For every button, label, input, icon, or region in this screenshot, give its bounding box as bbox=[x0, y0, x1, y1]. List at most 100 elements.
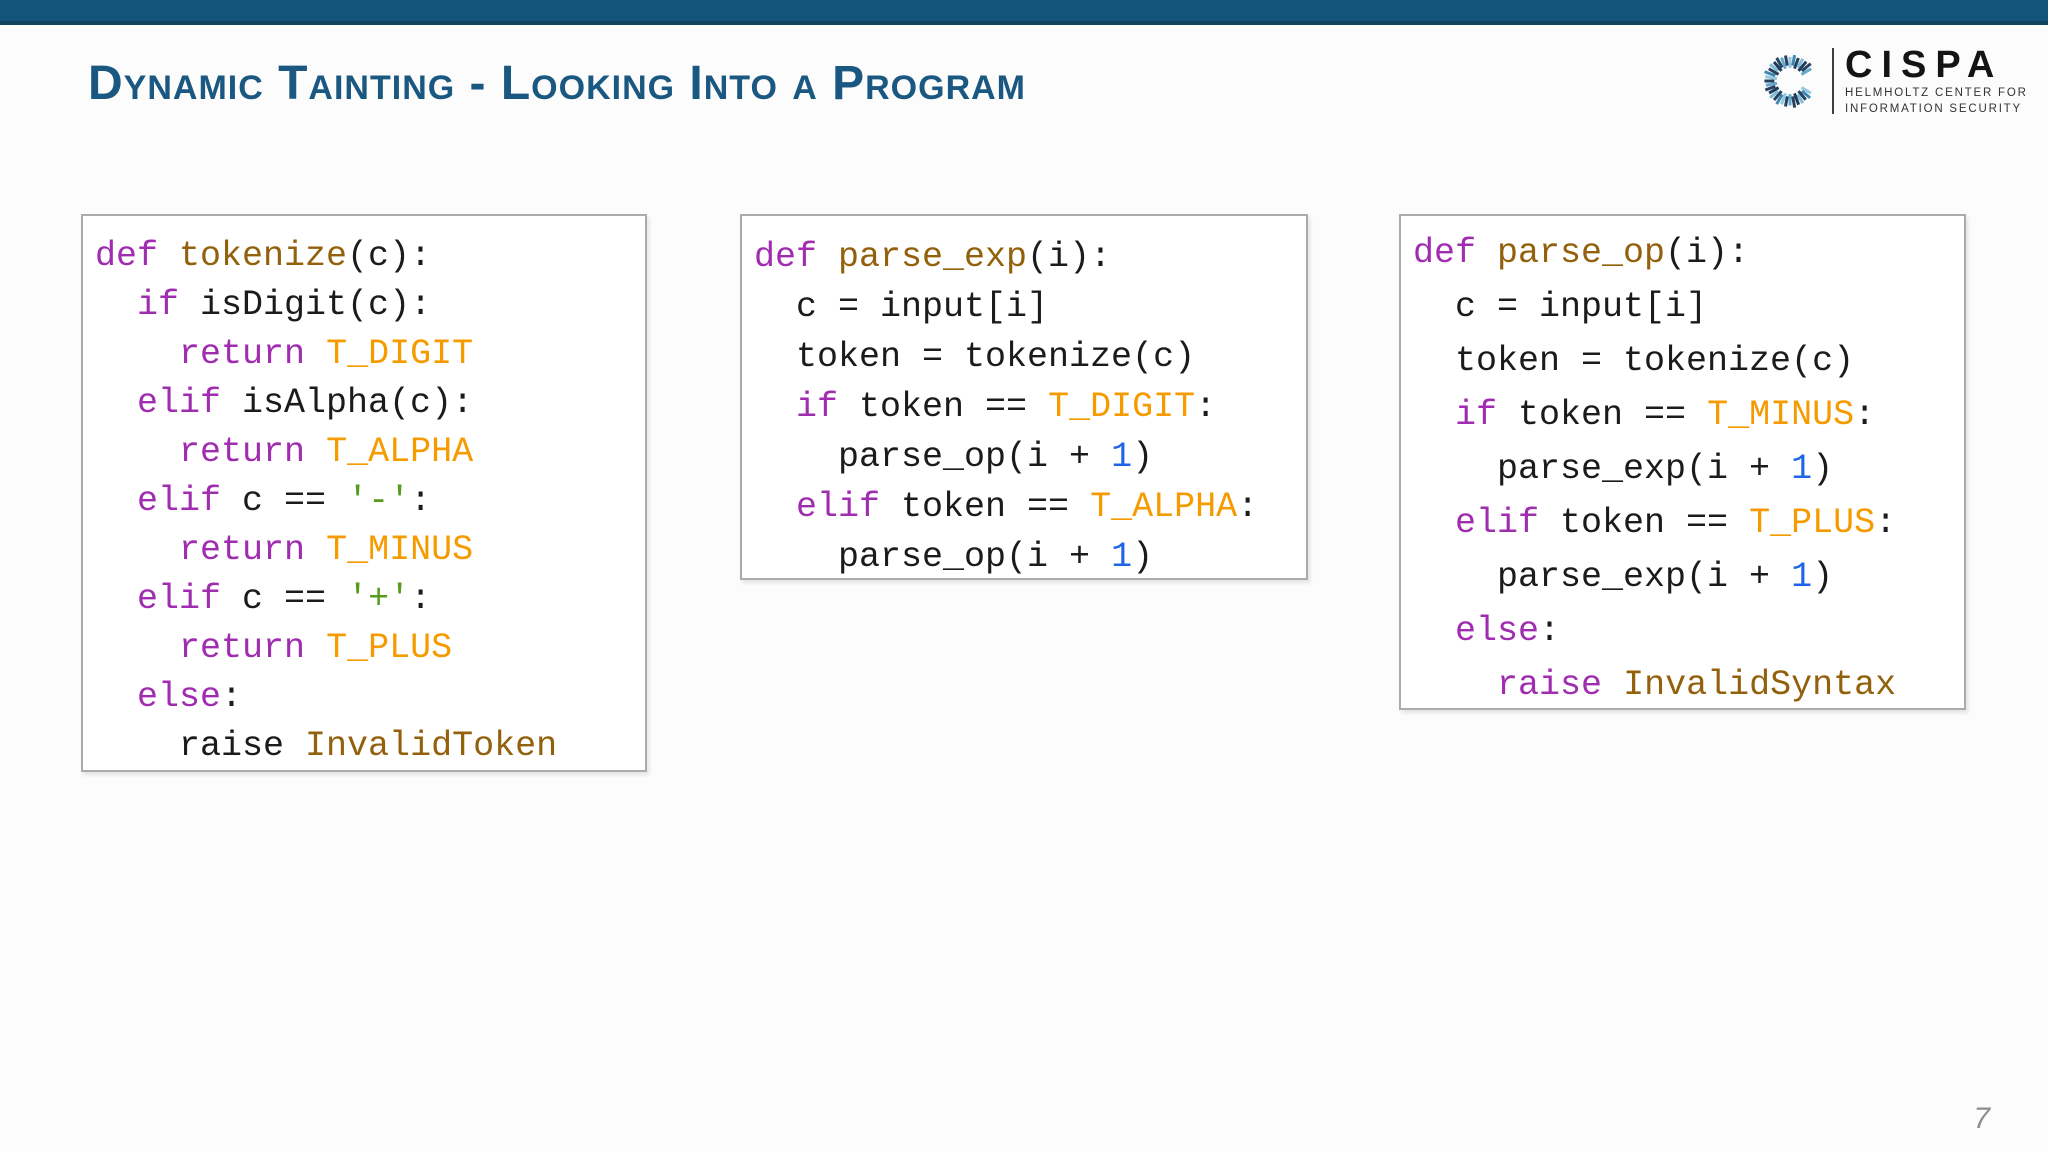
code-token: ) bbox=[1132, 437, 1154, 477]
code-token bbox=[95, 285, 137, 325]
code-token bbox=[95, 628, 179, 668]
code-token bbox=[305, 628, 326, 668]
page-number: 7 bbox=[1973, 1102, 1990, 1135]
code-token: raise bbox=[1497, 665, 1603, 705]
code-token: token == bbox=[838, 387, 1049, 427]
code-token: parse_exp bbox=[838, 237, 1028, 277]
code-token: : bbox=[1195, 387, 1217, 427]
code-token: : bbox=[221, 677, 243, 717]
code-line: c = input[i] bbox=[754, 282, 1292, 332]
code-line: token = tokenize(c) bbox=[1413, 334, 1950, 388]
code-token: isDigit(c): bbox=[179, 285, 432, 325]
code-token: '+' bbox=[347, 579, 411, 619]
code-token bbox=[1413, 611, 1455, 651]
logo-divider bbox=[1832, 47, 1834, 114]
code-line: else: bbox=[95, 673, 631, 722]
code-token: : bbox=[410, 579, 432, 619]
cispa-circle-icon bbox=[1764, 54, 1812, 108]
code-token: : bbox=[1539, 611, 1561, 651]
code-line: if isDigit(c): bbox=[95, 281, 631, 330]
page-title: Dynamic Tainting - Looking Into a Progra… bbox=[88, 57, 1027, 110]
code-token: else bbox=[137, 677, 222, 717]
code-token: def bbox=[95, 236, 180, 276]
code-token bbox=[1413, 503, 1455, 543]
code-token bbox=[95, 383, 137, 423]
code-token: T_MINUS bbox=[1707, 395, 1855, 435]
code-token: '-' bbox=[347, 481, 411, 521]
code-token bbox=[95, 432, 179, 472]
code-token: tokenize bbox=[179, 236, 348, 276]
code-token: else bbox=[1455, 611, 1540, 651]
code-token: ) bbox=[1132, 537, 1154, 577]
code-token: 1 bbox=[1791, 557, 1813, 597]
code-token: 1 bbox=[1111, 437, 1133, 477]
code-token bbox=[95, 677, 137, 717]
code-token: elif bbox=[796, 487, 881, 527]
code-token bbox=[305, 432, 326, 472]
code-line: if token == T_MINUS: bbox=[1413, 388, 1950, 442]
logo-wordmark: CISPA bbox=[1845, 44, 2004, 86]
code-token: return bbox=[179, 530, 306, 570]
code-token: if bbox=[1455, 395, 1498, 435]
logo-subtitle-line1: HELMHOLTZ CENTER FOR bbox=[1845, 87, 2028, 99]
code-token: (c): bbox=[347, 236, 432, 276]
code-token: c == bbox=[221, 481, 348, 521]
code-token: elif bbox=[137, 579, 222, 619]
code-line: else: bbox=[1413, 604, 1950, 658]
code-line: token = tokenize(c) bbox=[754, 332, 1292, 382]
code-token: T_ALPHA bbox=[1090, 487, 1238, 527]
code-line: return T_MINUS bbox=[95, 526, 631, 575]
code-token: def bbox=[1413, 233, 1498, 273]
code-token: return bbox=[179, 628, 306, 668]
code-box-parse-op: def parse_op(i): c = input[i] token = to… bbox=[1399, 214, 1966, 710]
code-token: token == bbox=[880, 487, 1091, 527]
cispa-logo: CISPA HELMHOLTZ CENTER FOR INFORMATION S… bbox=[1760, 46, 2028, 115]
code-token bbox=[95, 334, 179, 374]
code-token: T_DIGIT bbox=[1048, 387, 1196, 427]
code-token: T_ALPHA bbox=[326, 432, 474, 472]
code-token: isAlpha(c): bbox=[221, 383, 474, 423]
code-token bbox=[754, 487, 796, 527]
code-token: elif bbox=[137, 383, 222, 423]
code-token: T_DIGIT bbox=[326, 334, 474, 374]
code-token: elif bbox=[1455, 503, 1540, 543]
code-token: T_MINUS bbox=[326, 530, 474, 570]
code-token bbox=[1413, 395, 1455, 435]
code-token: raise bbox=[95, 726, 306, 766]
code-line: def parse_op(i): bbox=[1413, 226, 1950, 280]
code-token bbox=[1413, 665, 1497, 705]
code-token: elif bbox=[137, 481, 222, 521]
code-token: parse_op(i + bbox=[754, 537, 1112, 577]
code-line: elif token == T_PLUS: bbox=[1413, 496, 1950, 550]
logo-text: CISPA HELMHOLTZ CENTER FOR INFORMATION S… bbox=[1845, 46, 2028, 115]
code-token bbox=[1602, 665, 1623, 705]
code-token: token = tokenize(c) bbox=[1413, 341, 1855, 381]
code-token: parse_exp(i + bbox=[1413, 449, 1792, 489]
code-line: raise InvalidSyntax bbox=[1413, 658, 1950, 708]
code-token: InvalidToken bbox=[305, 726, 558, 766]
code-box-parse-exp: def parse_exp(i): c = input[i] token = t… bbox=[740, 214, 1308, 580]
top-bar bbox=[0, 0, 2048, 25]
code-token: return bbox=[179, 432, 306, 472]
code-token: c = input[i] bbox=[754, 287, 1049, 327]
code-token bbox=[95, 579, 137, 619]
code-token: c = input[i] bbox=[1413, 287, 1708, 327]
code-token: token == bbox=[1539, 503, 1750, 543]
code-token: if bbox=[137, 285, 180, 325]
code-token bbox=[305, 334, 326, 374]
code-token: c == bbox=[221, 579, 348, 619]
code-line: elif c == '+': bbox=[95, 575, 631, 624]
code-token: : bbox=[410, 481, 432, 521]
code-token: parse_exp(i + bbox=[1413, 557, 1792, 597]
code-token: ) bbox=[1812, 557, 1834, 597]
code-line: parse_exp(i + 1) bbox=[1413, 550, 1950, 604]
code-token: parse_op(i + bbox=[754, 437, 1112, 477]
code-line: raise InvalidToken bbox=[95, 722, 631, 770]
code-line: return T_PLUS bbox=[95, 624, 631, 673]
code-token: T_PLUS bbox=[326, 628, 453, 668]
code-line: parse_op(i + 1) bbox=[754, 532, 1292, 578]
code-token: (i): bbox=[1027, 237, 1112, 277]
code-line: parse_op(i + 1) bbox=[754, 432, 1292, 482]
code-token bbox=[95, 481, 137, 521]
code-token bbox=[305, 530, 326, 570]
